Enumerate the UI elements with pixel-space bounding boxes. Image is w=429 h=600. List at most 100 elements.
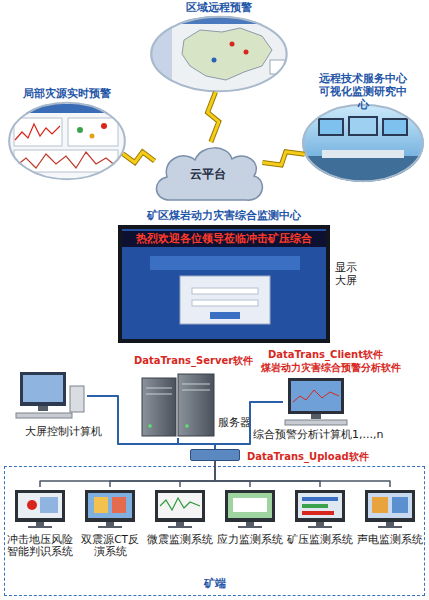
chart-panel xyxy=(68,118,118,146)
ellipse-border xyxy=(151,17,286,91)
monitor-chart xyxy=(160,498,200,510)
monitor-face xyxy=(18,493,62,518)
connector-line xyxy=(178,438,215,449)
monitor-face xyxy=(88,493,132,518)
chart-dot xyxy=(101,123,107,129)
power-led xyxy=(185,424,189,428)
monitor-stand xyxy=(38,406,48,411)
screenshot-header xyxy=(8,104,126,113)
keyboard xyxy=(285,420,347,425)
chart-dot xyxy=(77,127,83,133)
system-box: 矿压监测系统 xyxy=(287,487,353,573)
monitor xyxy=(20,372,66,406)
acoustic-panel xyxy=(372,497,388,513)
chart-dot xyxy=(90,134,95,139)
monitor-face xyxy=(291,381,341,411)
node-text: 微震监测系统 xyxy=(147,533,213,545)
node-text: 云平台 xyxy=(150,168,266,181)
monitor-face xyxy=(368,493,412,518)
lightning-link xyxy=(208,92,219,142)
connector-line xyxy=(180,461,215,487)
node-text: 应力监测系统 xyxy=(217,533,283,545)
connector-line xyxy=(87,396,215,449)
connector-line xyxy=(110,461,215,487)
ellipse-border xyxy=(303,105,423,181)
wall-screen-face xyxy=(350,118,376,134)
screen-button xyxy=(210,312,240,319)
lightning-link xyxy=(263,152,305,165)
monitor-stand xyxy=(311,414,321,419)
node-text: 区域远程预警 xyxy=(164,1,274,14)
connector-line xyxy=(215,461,390,487)
node-text: 大屏控制计算机 xyxy=(25,425,115,438)
map-dot xyxy=(230,42,235,47)
connector-line xyxy=(215,461,250,487)
monitor-face xyxy=(158,493,202,518)
control-computer xyxy=(16,372,84,418)
map-shape xyxy=(182,28,272,80)
pressure-bar xyxy=(302,497,338,501)
network-link xyxy=(180,461,215,487)
node-text: 矿区煤岩动力灾害综合监测中心 xyxy=(108,209,340,222)
screen-login-box xyxy=(180,276,270,324)
network-link xyxy=(110,461,215,487)
monitor-stand xyxy=(176,522,184,526)
drive-slot xyxy=(182,384,210,385)
system-box: 微震监测系统 xyxy=(147,487,213,573)
monitor-stand xyxy=(386,522,394,526)
system-box: 双震源CT反演系统 xyxy=(77,487,143,573)
network-link xyxy=(215,461,320,487)
monitor-face xyxy=(228,493,272,518)
node-text: DataTrans_Server软件 xyxy=(134,354,258,367)
connector-line xyxy=(215,402,283,449)
wall-screen-face xyxy=(320,120,342,134)
connector-line xyxy=(263,152,305,165)
server: DataTrans_Server软件服务器 xyxy=(140,372,216,438)
monitor-stand xyxy=(316,522,324,526)
computer: DataTrans_Client软件煤岩动力灾害综合预警分析软件综合预警分析计算… xyxy=(283,378,349,426)
monitor-stand xyxy=(36,522,44,526)
monitor xyxy=(288,378,344,414)
wall-screen xyxy=(382,118,408,136)
wall-screen xyxy=(318,118,344,136)
node-text: DataTrans_Client软件 xyxy=(268,348,408,361)
node-text: 双震源CT反演系统 xyxy=(77,533,143,557)
screen-field xyxy=(192,300,258,306)
ellipse-outline xyxy=(302,104,424,182)
monitor xyxy=(15,490,65,522)
analysis-computer xyxy=(285,378,347,425)
ellipse-outline xyxy=(8,102,126,180)
wall-screen-face xyxy=(384,120,406,134)
lightning-shadow xyxy=(123,152,155,163)
lightning-link xyxy=(123,152,155,163)
chart-panel xyxy=(14,150,118,172)
connector-line xyxy=(40,461,215,487)
map-dot xyxy=(244,50,249,55)
node-text: 声电监测系统 xyxy=(357,533,423,545)
pressure-bar xyxy=(302,504,328,508)
desk xyxy=(322,150,404,158)
drive-slot xyxy=(182,390,210,391)
monitor-base xyxy=(28,526,52,528)
monitor-face xyxy=(23,375,63,402)
big-screen xyxy=(118,225,330,343)
server-towers xyxy=(142,374,214,436)
screen-banner-text: 热烈欢迎各位领导莅临冲击矿压综合 xyxy=(122,232,326,245)
monitor xyxy=(225,490,275,522)
screenshot-local xyxy=(8,102,126,180)
network-link xyxy=(40,461,215,487)
monitor-chart xyxy=(293,390,339,402)
connector-line xyxy=(123,152,155,163)
node-text: 显示大屏 xyxy=(334,261,358,287)
node-text: 局部灾源实时预警 xyxy=(12,87,122,100)
system-box: 冲击地压风险智能判识系统 xyxy=(7,487,73,573)
network-link xyxy=(178,438,215,449)
screenshot-center xyxy=(302,104,424,182)
screen-face xyxy=(122,229,326,339)
acoustic-panel xyxy=(392,497,408,513)
monitor-base xyxy=(168,526,192,528)
system-box: 应力监测系统 xyxy=(217,487,283,573)
